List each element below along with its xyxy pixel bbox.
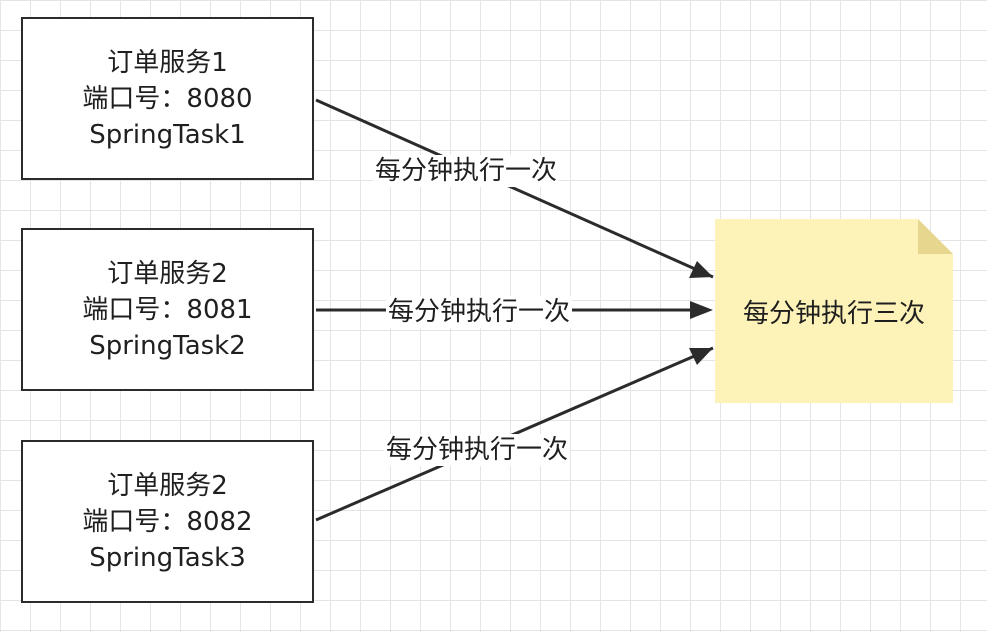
port-label: 端口号：: [82, 294, 187, 325]
service-name: 订单服务2: [107, 258, 228, 289]
port-value: 8082: [186, 506, 253, 537]
service-box-3[interactable]: 订单服务2 端口号：8082 SpringTask3: [21, 440, 314, 603]
note-shape[interactable]: 每分钟执行三次: [715, 219, 953, 403]
service-name: 订单服务1: [107, 47, 228, 78]
service-port-line: 端口号：8080: [82, 81, 252, 117]
service-port-line: 端口号：8082: [82, 504, 252, 540]
note-text: 每分钟执行三次: [742, 298, 925, 329]
arrowhead-1: [689, 261, 713, 278]
service-box-2[interactable]: 订单服务2 端口号：8081 SpringTask2: [21, 228, 314, 391]
service-port-line: 端口号：8081: [82, 292, 252, 328]
port-value: 8081: [186, 294, 253, 325]
edge-label-1: 每分钟执行一次: [373, 155, 560, 187]
note-background: [715, 219, 953, 403]
service-task: SpringTask3: [89, 542, 246, 573]
service-task: SpringTask2: [89, 330, 246, 361]
service-task: SpringTask1: [89, 119, 246, 150]
port-value: 8080: [186, 83, 253, 114]
port-label: 端口号：: [82, 83, 187, 114]
service-name: 订单服务2: [107, 470, 228, 501]
service-box-1[interactable]: 订单服务1 端口号：8080 SpringTask1: [21, 17, 314, 180]
edge-label-3: 每分钟执行一次: [384, 434, 571, 466]
port-label: 端口号：: [82, 506, 187, 537]
arrowhead-2: [690, 301, 713, 319]
edge-label-2: 每分钟执行一次: [386, 296, 573, 328]
arrowhead-3: [689, 348, 713, 365]
connector-arrow-1: [315, 98, 714, 279]
